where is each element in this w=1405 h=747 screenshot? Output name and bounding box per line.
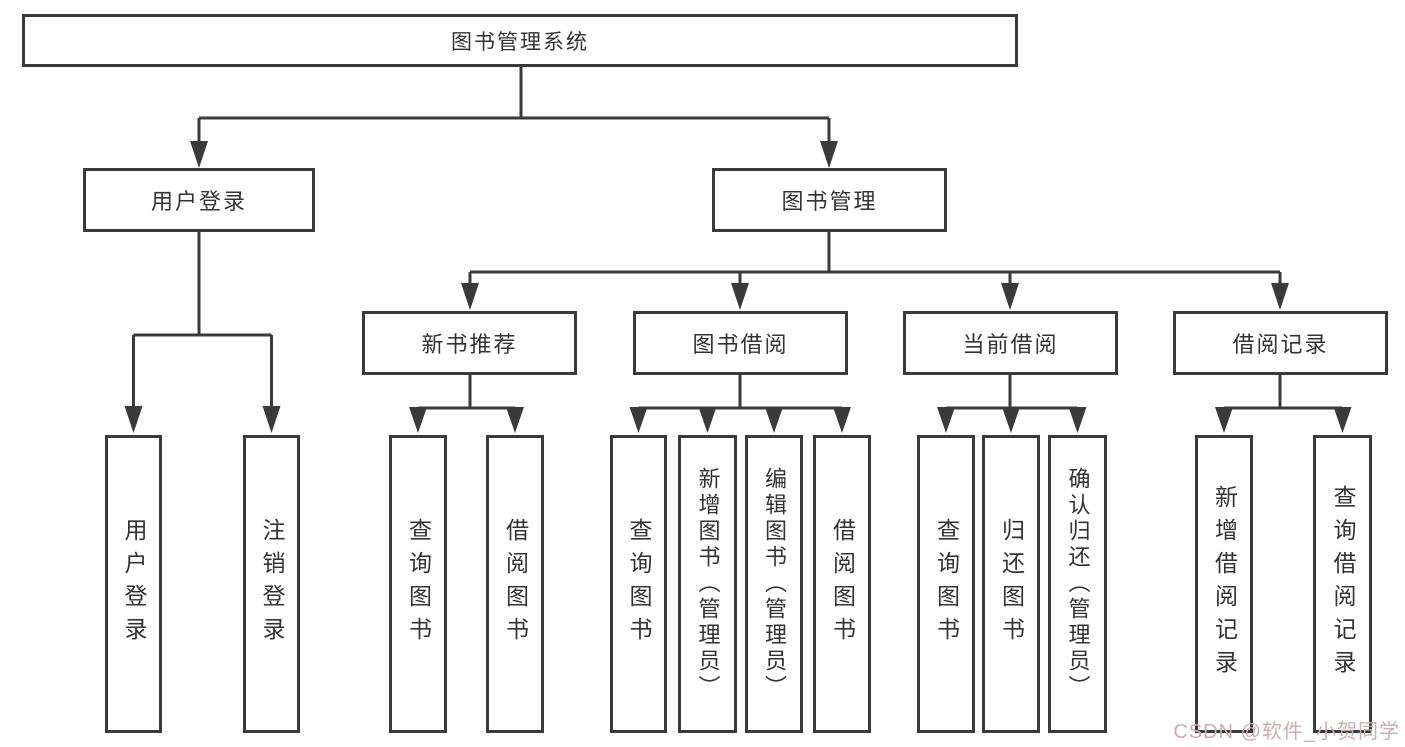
leaf-bb-add-book-admin: 新增图书（管理员） — [678, 435, 737, 733]
leaf-label: 查询图书 — [933, 518, 960, 650]
leaf-label: 借阅图书 — [829, 518, 856, 650]
leaf-cb-query-book: 查询图书 — [917, 435, 975, 733]
leaf-cb-confirm-return-admin: 确认归还（管理员） — [1048, 435, 1107, 733]
leaf-bb-borrow-book: 借阅图书 — [813, 435, 871, 733]
leaf-label: 查询图书 — [626, 518, 652, 650]
node-label: 图书管理 — [781, 189, 878, 214]
leaf-br-query-borrow-record: 查询借阅记录 — [1313, 435, 1372, 733]
leaf-logout: 注销登录 — [243, 435, 300, 733]
connector-root-to-level2 — [190, 67, 838, 168]
leaf-cb-return-book: 归还图书 — [982, 435, 1040, 733]
node-label: 新书推荐 — [421, 332, 518, 357]
leaf-nbr-query-book: 查询图书 — [389, 435, 447, 733]
node-borrow-records: 借阅记录 — [1173, 311, 1388, 375]
leaf-bb-edit-book-admin: 编辑图书（管理员） — [745, 435, 803, 733]
node-book-management: 图书管理 — [712, 168, 947, 232]
leaf-nbr-borrow-book: 借阅图书 — [486, 435, 544, 733]
node-book-borrow: 图书借阅 — [633, 311, 848, 375]
node-user-login: 用户登录 — [83, 168, 315, 232]
connector-user-login-group — [124, 232, 281, 433]
leaf-br-add-borrow-record: 新增借阅记录 — [1195, 435, 1253, 733]
node-label: 图书借阅 — [692, 332, 789, 357]
leaf-label: 归还图书 — [998, 518, 1025, 650]
leaf-label: 新增图书（管理员） — [695, 467, 721, 701]
node-label: 当前借阅 — [962, 332, 1059, 357]
leaf-bb-query-book: 查询图书 — [610, 435, 667, 733]
connector-book-management-to-level3 — [461, 232, 1289, 310]
leaf-label: 查询借阅记录 — [1330, 485, 1356, 683]
node-label: 借阅记录 — [1232, 332, 1329, 357]
node-label: 用户登录 — [150, 189, 247, 214]
connector-book-borrow-group — [629, 375, 851, 433]
leaf-label: 用户登录 — [121, 518, 147, 650]
leaf-label: 借阅图书 — [502, 518, 529, 650]
leaf-label: 查询图书 — [405, 518, 432, 650]
csdn-watermark: CSDN @软件_小贺同学 — [1173, 721, 1400, 743]
leaf-label: 确认归还（管理员） — [1065, 467, 1091, 701]
leaf-user-login: 用户登录 — [105, 435, 162, 733]
leaf-label: 新增借阅记录 — [1211, 485, 1238, 683]
leaf-label: 注销登录 — [259, 518, 285, 650]
node-new-book-recommend: 新书推荐 — [362, 311, 577, 375]
leaf-label: 编辑图书（管理员） — [762, 467, 787, 701]
node-library-management-system: 图书管理系统 — [22, 14, 1018, 67]
connector-new-book-group — [409, 375, 524, 433]
node-label: 图书管理系统 — [451, 30, 589, 54]
connector-current-borrow-group — [937, 375, 1087, 433]
node-current-borrow: 当前借阅 — [903, 311, 1118, 375]
connector-borrow-record-group — [1215, 375, 1352, 433]
